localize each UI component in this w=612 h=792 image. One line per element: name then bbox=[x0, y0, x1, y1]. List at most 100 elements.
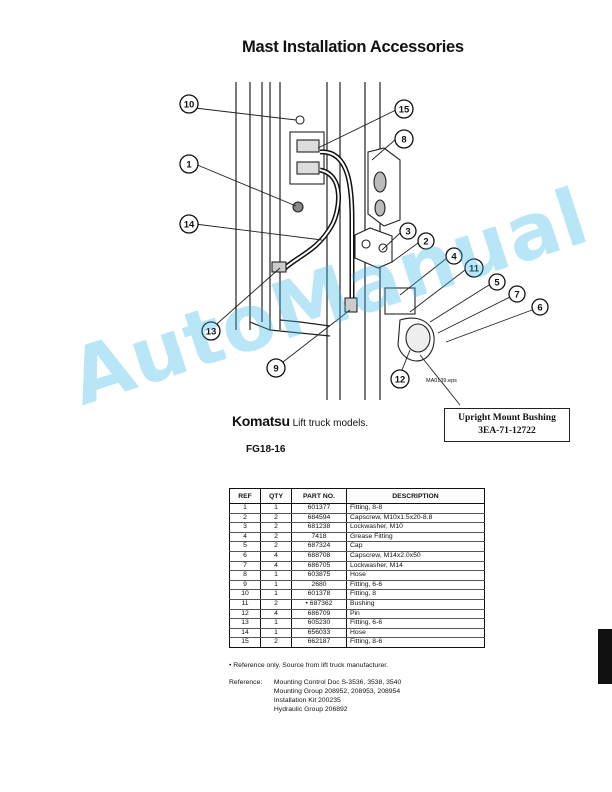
callout-label: 5 bbox=[494, 278, 500, 289]
callout-12 bbox=[390, 369, 410, 389]
callout-6 bbox=[531, 298, 549, 316]
model-number: FG18-16 bbox=[246, 444, 286, 455]
qty-cell: 4 bbox=[260, 561, 292, 572]
part-no-cell: 601378 bbox=[291, 589, 347, 600]
callout-label: 10 bbox=[184, 100, 195, 111]
part-no-cell: 684594 bbox=[291, 513, 347, 524]
qty-cell: 2 bbox=[260, 637, 292, 648]
part-no-cell: 7418 bbox=[291, 532, 347, 543]
callout-7 bbox=[508, 285, 526, 303]
diagram-filename: MA0139.eps bbox=[426, 378, 457, 384]
qty-cell: 2 bbox=[260, 532, 292, 543]
callout-13 bbox=[201, 321, 221, 341]
callout-14 bbox=[179, 214, 199, 234]
qty-cell: 4 bbox=[260, 551, 292, 562]
callout-label: 12 bbox=[395, 375, 406, 386]
description-cell: Hose bbox=[346, 628, 485, 639]
leader-lines bbox=[194, 107, 533, 406]
footnote: • Reference only. Source from lift truck… bbox=[229, 662, 389, 669]
qty-cell: 2 bbox=[260, 541, 292, 552]
part-no-cell: 688708 bbox=[291, 551, 347, 562]
description-cell: Fitting, 6-6 bbox=[346, 618, 485, 629]
part-no-cell: 656033 bbox=[291, 628, 347, 639]
ref-cell: 10 bbox=[229, 589, 261, 600]
ref-cell: 11 bbox=[229, 599, 261, 610]
description-cell: Fitting, 8-8 bbox=[346, 503, 485, 514]
callout-label: 9 bbox=[273, 364, 278, 375]
col-qty: QTY bbox=[260, 488, 292, 504]
callout-5 bbox=[488, 273, 506, 291]
callout-label: 2 bbox=[423, 237, 428, 248]
part-no-cell: 662187 bbox=[291, 637, 347, 648]
callout-label: 8 bbox=[401, 135, 406, 146]
part-no-cell: 686705 bbox=[291, 561, 347, 572]
qty-cell: 1 bbox=[260, 589, 292, 600]
callout-15 bbox=[394, 99, 414, 119]
reference-line: Hydraulic Group 206892 bbox=[273, 706, 348, 713]
parts-table-header: REF QTY PART NO. DESCRIPTION bbox=[229, 488, 485, 504]
description-cell: Fitting, 8-6 bbox=[346, 637, 485, 648]
description-cell: Pin bbox=[346, 609, 485, 620]
ref-cell: 3 bbox=[229, 522, 261, 533]
callout-2 bbox=[417, 232, 435, 250]
qty-cell: 2 bbox=[260, 599, 292, 610]
callout-circles bbox=[179, 94, 549, 389]
col-description: DESCRIPTION bbox=[346, 488, 485, 504]
reference-line: Mounting Control Doc S-3536, 3538, 3540 bbox=[273, 679, 402, 686]
callout-3 bbox=[399, 222, 417, 240]
brand-name: Komatsu bbox=[232, 413, 290, 429]
callout-label: 14 bbox=[184, 220, 195, 231]
part-no-cell: 686709 bbox=[291, 609, 347, 620]
qty-cell: 1 bbox=[260, 580, 292, 591]
description-cell: Fitting, 6-6 bbox=[346, 580, 485, 591]
part-no-cell: 601377 bbox=[291, 503, 347, 514]
ref-cell: 7 bbox=[229, 561, 261, 572]
callout-label: 15 bbox=[399, 105, 410, 116]
qty-cell: 1 bbox=[260, 618, 292, 629]
callout-label: 11 bbox=[469, 264, 480, 275]
description-cell: Lockwasher, M10 bbox=[346, 522, 485, 533]
part-no-cell: 605230 bbox=[291, 618, 347, 629]
qty-cell: 1 bbox=[260, 570, 292, 581]
brand-suffix: Lift truck models. bbox=[292, 418, 369, 429]
qty-cell: 1 bbox=[260, 628, 292, 639]
top-fitting-block bbox=[289, 115, 325, 213]
brand-line: Komatsu Lift truck models. bbox=[232, 413, 368, 429]
qty-cell: 2 bbox=[260, 513, 292, 524]
mount-brackets bbox=[354, 227, 435, 362]
reference-block: Reference: Mounting Control Doc S-3536, … bbox=[229, 678, 401, 714]
qty-cell: 1 bbox=[260, 503, 292, 514]
callout-9 bbox=[266, 358, 286, 378]
page-edge-tab bbox=[598, 629, 612, 684]
ref-cell: 1 bbox=[229, 503, 261, 514]
ref-cell: 14 bbox=[229, 628, 261, 639]
description-cell: Capscrew, M14x2.0x50 bbox=[346, 551, 485, 562]
col-ref: REF bbox=[229, 488, 261, 504]
upright-mount-bushing-callout: Upright Mount Bushing 3EA-71-12722 bbox=[444, 408, 570, 442]
description-cell: Lockwasher, M14 bbox=[346, 561, 485, 572]
part-no-cell: 2680 bbox=[291, 580, 347, 591]
ref-cell: 13 bbox=[229, 618, 261, 629]
callout-label: 3 bbox=[405, 227, 410, 238]
ref-cell: 15 bbox=[229, 637, 261, 648]
hoses bbox=[271, 149, 358, 313]
reference-line: Mounting Group 208952, 208953, 208954 bbox=[273, 688, 401, 695]
part-no-cell: • 687362 bbox=[291, 599, 347, 610]
callout-11 bbox=[464, 258, 484, 278]
ref-cell: 6 bbox=[229, 551, 261, 562]
qty-cell: 4 bbox=[260, 609, 292, 620]
